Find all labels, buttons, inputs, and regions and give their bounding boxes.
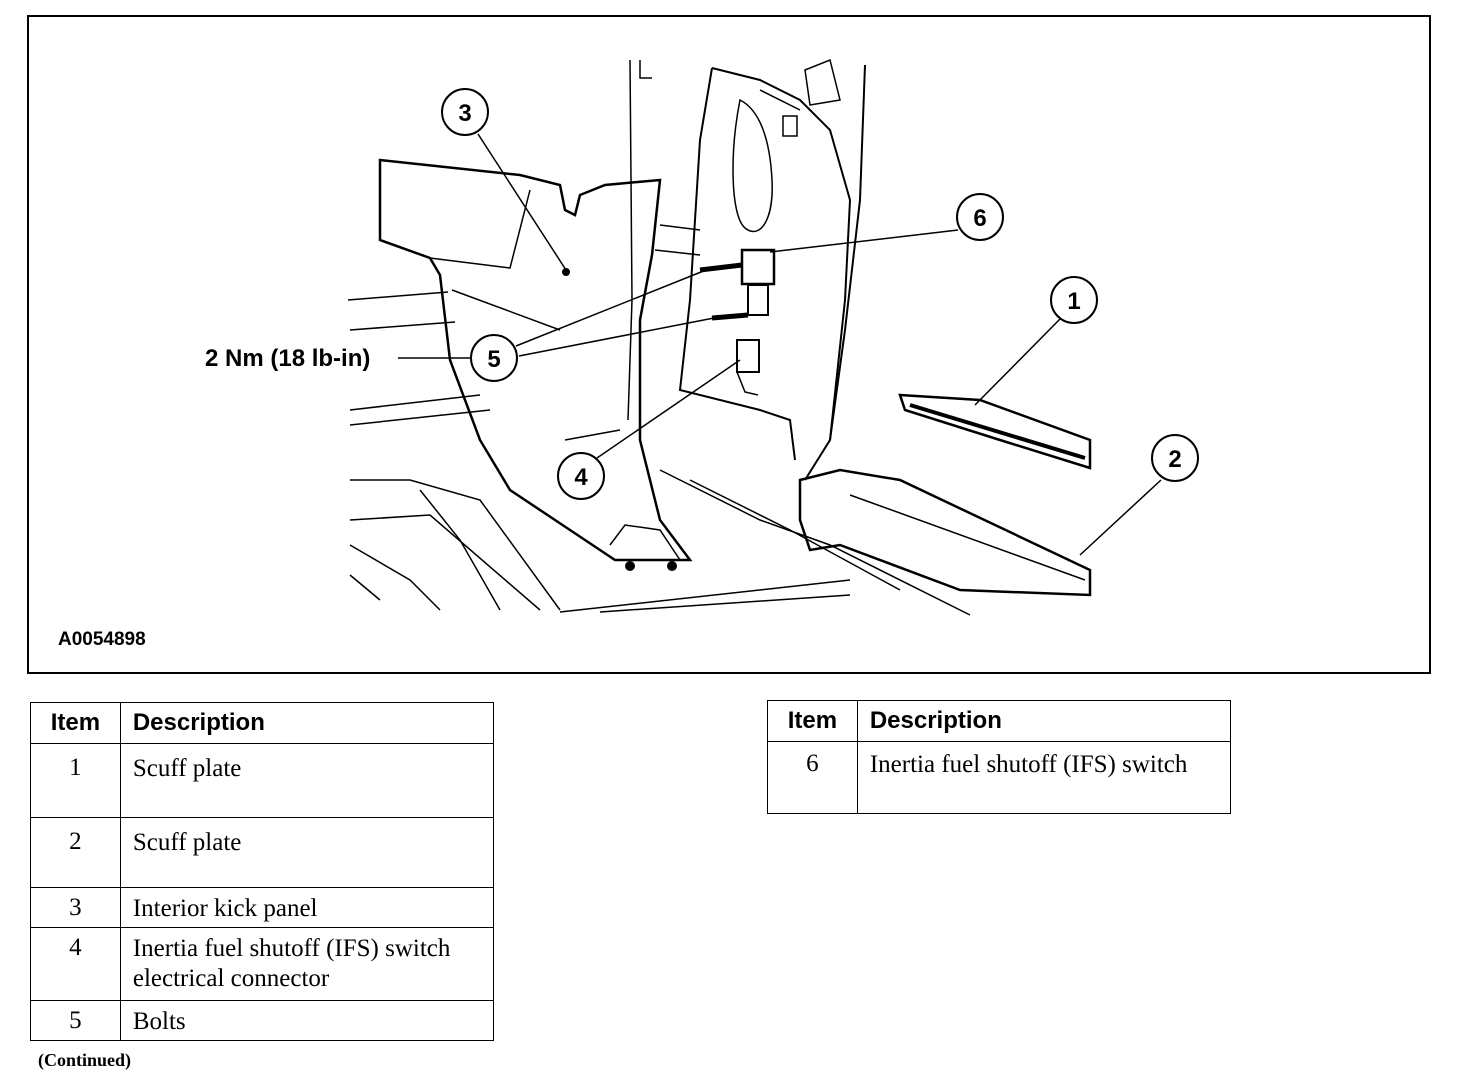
item-description: Scuff plate <box>119 743 495 818</box>
door-pillar <box>639 58 866 481</box>
item-description: Scuff plate <box>119 817 495 888</box>
interior-kick-panel <box>378 158 693 571</box>
callout-2: 2 <box>1151 434 1199 482</box>
table-row: 6 Inertia fuel shutoff (IFS) switch <box>767 741 1232 814</box>
item-number: 5 <box>30 1000 121 1041</box>
svg-text:6: 6 <box>973 205 986 232</box>
item-number: 1 <box>30 743 121 818</box>
continued-note: (Continued) <box>38 1050 132 1070</box>
callout-5: 5 <box>470 334 518 382</box>
callout-4: 4 <box>557 452 605 500</box>
table-row: 2 Scuff plate <box>30 817 495 888</box>
leader-lines <box>398 133 1162 556</box>
table-row: 4 Inertia fuel shutoff (IFS) switch elec… <box>30 927 495 1001</box>
svg-text:3: 3 <box>458 100 471 127</box>
table-header-row: Item Description <box>30 702 495 744</box>
figure-frame <box>27 15 1431 674</box>
item-description: Interior kick panel <box>119 887 495 928</box>
ifs-switch <box>699 248 776 321</box>
item-description: Bolts <box>119 1000 495 1041</box>
scuff-plate-2 <box>659 468 1092 616</box>
figure-code: A0054898 <box>58 629 146 650</box>
item-number: 4 <box>30 927 121 1001</box>
ifs-switch-location-diagram: 3 6 1 5 2 4 2 Nm (18 lb-in) A0054898 <box>58 58 1199 650</box>
torque-spec-label: 2 Nm (18 lb-in) <box>205 345 370 372</box>
item-number: 6 <box>767 741 858 814</box>
item-header: Item <box>767 700 858 742</box>
callout-1: 1 <box>1050 276 1098 324</box>
scuff-plate-1 <box>898 393 1092 470</box>
callout-3: 3 <box>441 88 489 136</box>
ifs-switch-connector <box>736 339 760 396</box>
item-number: 3 <box>30 887 121 928</box>
table-row: 3 Interior kick panel <box>30 887 495 928</box>
floor-lines <box>347 59 851 613</box>
svg-text:4: 4 <box>574 464 588 491</box>
svg-text:1: 1 <box>1067 288 1080 315</box>
description-header: Description <box>856 700 1232 742</box>
table-row: 5 Bolts <box>30 1000 495 1041</box>
table-row: 1 Scuff plate <box>30 743 495 818</box>
legend-table-left: Item Description 1 Scuff plate 2 Scuff p… <box>30 702 495 1041</box>
item-description: Inertia fuel shutoff (IFS) switch electr… <box>119 927 495 1001</box>
callout-6: 6 <box>956 193 1004 241</box>
svg-text:5: 5 <box>487 346 500 373</box>
legend-table-right: Item Description 6 Inertia fuel shutoff … <box>767 700 1232 814</box>
item-number: 2 <box>30 817 121 888</box>
item-description: Inertia fuel shutoff (IFS) switch <box>856 741 1232 814</box>
table-header-row: Item Description <box>767 700 1232 742</box>
description-header: Description <box>119 702 495 744</box>
item-header: Item <box>30 702 121 744</box>
svg-text:2: 2 <box>1168 446 1181 473</box>
